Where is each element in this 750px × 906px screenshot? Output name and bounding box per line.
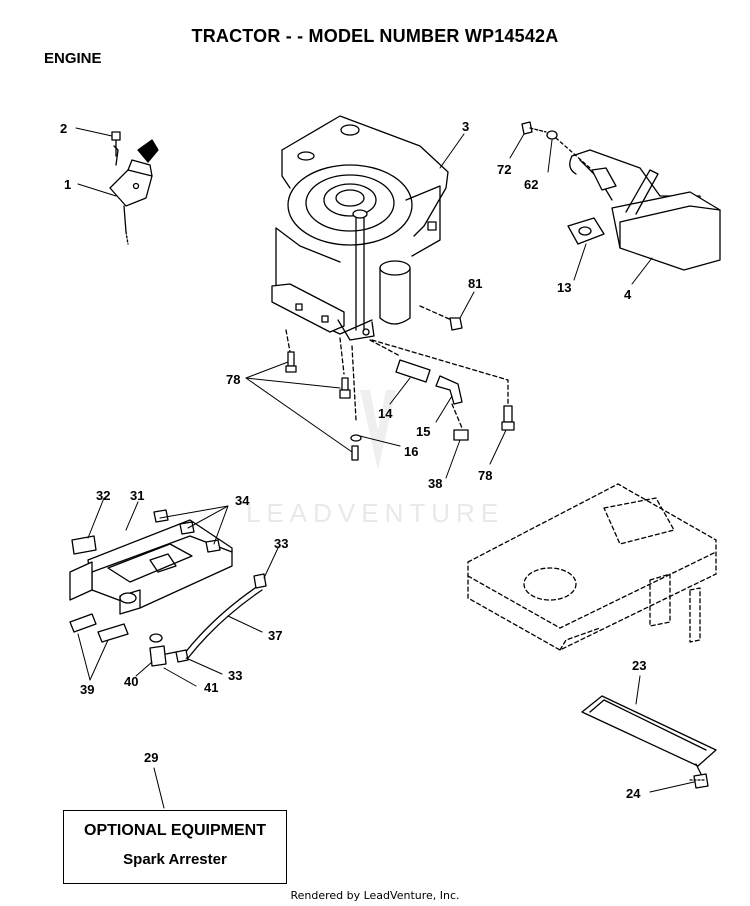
callout-72: 72 [497,162,511,177]
callout-1: 1 [64,177,71,192]
callout-24: 24 [626,786,641,801]
bolt-part [285,351,515,461]
optional-equipment-title: OPTIONAL EQUIPMENT [84,822,266,839]
fuel-hose-part [175,573,267,663]
muffler-part [569,149,721,271]
callout-numbers: 2 1 3 72 62 4 13 81 78 14 15 16 38 78 32… [60,119,646,801]
callout-15: 15 [416,424,430,439]
callout-16: 16 [404,444,418,459]
callout-13: 13 [557,280,571,295]
oil-drain-pipe-part [395,359,469,441]
callout-33-top: 33 [274,536,288,551]
screw-part [693,773,709,789]
engine-part [271,115,449,341]
optional-equipment-item: Spark Arrester [123,851,227,868]
rear-pad-part [69,613,129,643]
callout-32: 32 [96,488,110,503]
callout-2: 2 [60,121,67,136]
gasket-part [567,217,605,245]
callout-23: 23 [632,658,646,673]
watermark: LEADVENTURE [246,390,504,528]
watermark-text: LEADVENTURE [246,498,504,528]
callout-41: 41 [204,680,218,695]
throttle-bracket-part [109,131,159,245]
callout-81: 81 [468,276,482,291]
callout-37: 37 [268,628,282,643]
nut-part [449,317,463,331]
engine-support-part [69,519,233,615]
cap-part [71,535,97,555]
tractor-frame-part [467,483,717,651]
callout-62: 62 [524,177,538,192]
fuel-fitting-part [149,633,177,667]
callout-78-left: 78 [226,372,240,387]
callout-3: 3 [462,119,469,134]
pad-part [153,509,221,553]
callout-78-right: 78 [478,468,492,483]
callout-14: 14 [378,406,393,421]
callout-4: 4 [624,287,632,302]
muffler-screw-part [521,121,591,169]
section-heading: ENGINE [44,50,102,67]
callout-34: 34 [235,493,250,508]
heat-shield-part [581,695,717,777]
callout-40: 40 [124,674,138,689]
page-title: TRACTOR - - MODEL NUMBER WP14542A [191,26,559,46]
callout-33-bottom: 33 [228,668,242,683]
callout-38: 38 [428,476,442,491]
callout-31: 31 [130,488,144,503]
footer-credit: Rendered by LeadVenture, Inc. [290,889,460,902]
leader-lines [75,127,695,809]
optional-equipment-box: OPTIONAL EQUIPMENT Spark Arrester [63,810,287,884]
callout-29: 29 [144,750,158,765]
callout-39: 39 [80,682,94,697]
